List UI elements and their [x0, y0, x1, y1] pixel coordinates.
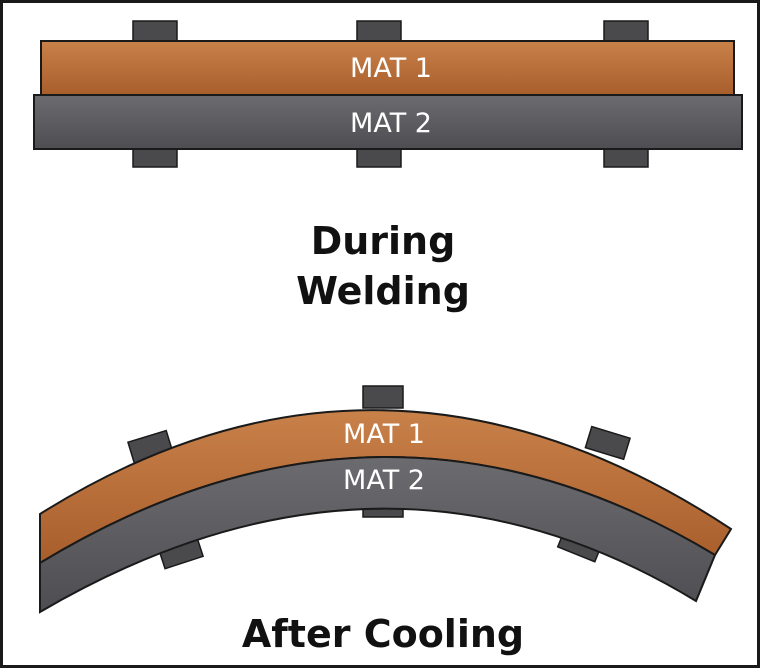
during-caption-line1: During	[310, 219, 456, 263]
clamp-arc-top-right	[584, 425, 631, 461]
clamp-top-middle	[356, 20, 402, 44]
mat1-label-curved: MAT 1	[343, 419, 425, 450]
after-cooling-caption: After Cooling	[241, 612, 525, 656]
mat2-plate-flat	[33, 94, 743, 150]
after-cooling-assembly: MAT 1 MAT 2	[39, 385, 733, 614]
mat1-plate-flat	[40, 40, 735, 96]
clamp-top-right	[603, 20, 649, 44]
mat2-plate-curved	[39, 456, 717, 614]
mat2-label-curved: MAT 2	[343, 465, 425, 496]
during-caption-line2: Welding	[296, 269, 470, 313]
during-welding-assembly: MAT 1 MAT 2	[33, 20, 743, 168]
mat1-label-flat: MAT 1	[350, 53, 432, 84]
clamp-top-left	[132, 20, 178, 44]
clamp-arc-top-middle	[362, 385, 404, 409]
mat2-label-flat: MAT 2	[350, 108, 432, 139]
during-welding-caption: During Welding	[3, 216, 757, 316]
welding-distortion-diagram: MAT 1 MAT 2 MAT 1 MAT 2	[33, 20, 743, 614]
